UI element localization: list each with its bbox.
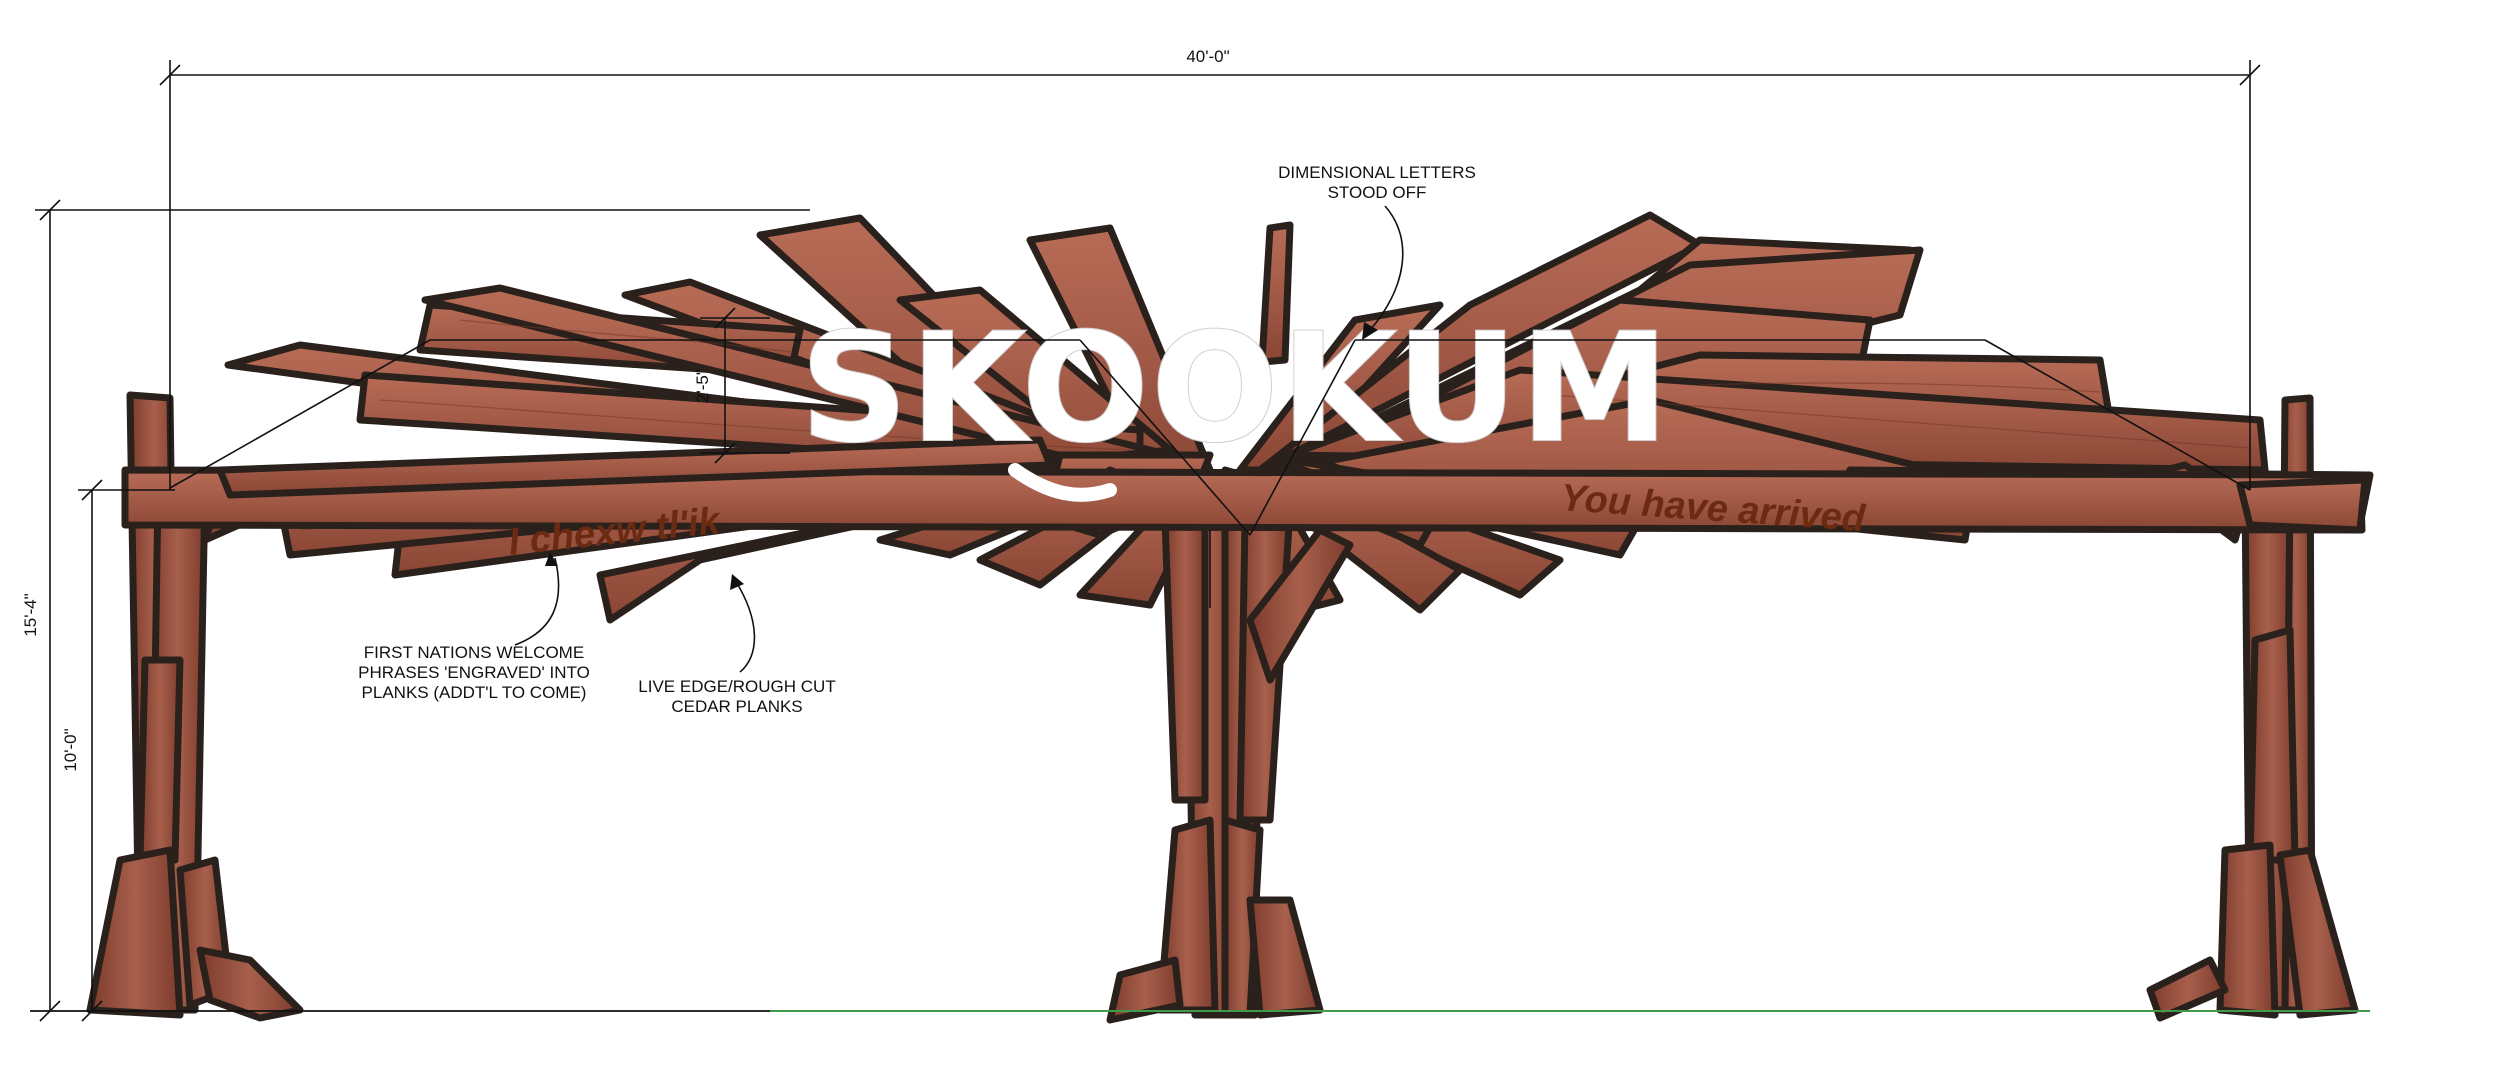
callout-letters-line2: STOOD OFF [1328, 183, 1427, 202]
callout-planks-line1: LIVE EDGE/ROUGH CUT [638, 677, 835, 696]
post-height-label: 10'-0" [61, 728, 80, 771]
callout-phrases-line1: FIRST NATIONS WELCOME [364, 643, 584, 662]
callout-letters-line1: DIMENSIONAL LETTERS [1278, 163, 1476, 182]
center-post [1106, 466, 1354, 1024]
callout-arrowhead [545, 552, 558, 566]
callout-cedar-planks: LIVE EDGE/ROUGH CUT CEDAR PLANKS [638, 574, 836, 716]
callout-arrowhead [730, 574, 744, 590]
main-beam [121, 436, 2369, 534]
callout-planks-line2: CEDAR PLANKS [671, 697, 802, 716]
callout-phrases-line2: PHRASES 'ENGRAVED' INTO [358, 663, 590, 682]
overall-width-label: 40'-0" [1186, 47, 1229, 66]
callout-phrases-line3: PLANKS (ADDT'L TO COME) [362, 683, 587, 702]
right-post [2146, 394, 2359, 1022]
dimension-overall-height: 15'-4" [21, 199, 810, 1022]
dimension-letter-height: 2'-5" [693, 307, 736, 464]
callout-dimensional-letters: DIMENSIONAL LETTERS STOOD OFF [1278, 163, 1476, 340]
outline-lines [169, 317, 2251, 608]
callout-welcome-phrases: FIRST NATIONS WELCOME PHRASES 'ENGRAVED'… [358, 552, 590, 702]
sign-letters: SKOOKUM [800, 302, 1671, 476]
letter-swoosh [1008, 463, 1117, 502]
dimension-post-height: 10'-0" [61, 479, 175, 1022]
callout-arrowhead [1362, 322, 1378, 340]
dimension-overall-width: 40'-0" [159, 47, 2261, 490]
left-post [86, 391, 304, 1022]
plank [1258, 221, 1294, 366]
letter-height-label: 2'-5" [693, 369, 712, 403]
overall-height-label: 15'-4" [21, 593, 40, 636]
